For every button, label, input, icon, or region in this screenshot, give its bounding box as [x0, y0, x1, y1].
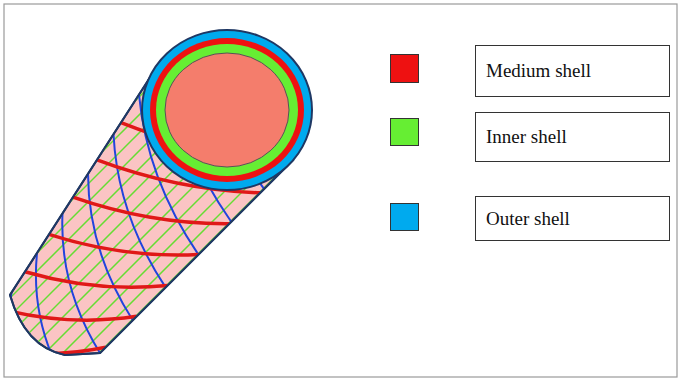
legend-text: Outer shell [476, 208, 580, 230]
green-winding [342, 0, 681, 380]
legend-swatch [390, 118, 419, 146]
green-winding [18, 0, 398, 380]
green-winding [0, 0, 128, 380]
green-winding [306, 0, 681, 380]
green-winding [0, 0, 38, 380]
legend-label-box: Medium shell [475, 45, 670, 97]
green-winding [90, 0, 470, 380]
legend-label-box: Inner shell [475, 112, 670, 162]
legend-swatch [390, 203, 419, 231]
green-winding [0, 0, 56, 380]
legend-text: Medium shell [476, 60, 601, 82]
red-winding [25, 272, 168, 288]
green-winding [126, 0, 506, 380]
legend-label-box: Outer shell [475, 196, 670, 241]
green-winding [468, 0, 681, 380]
medium-ring [150, 38, 304, 182]
outer-ring [142, 30, 312, 190]
legend-text: Inner shell [476, 126, 577, 148]
red-winding [1, 309, 137, 320]
inner-ring [156, 44, 298, 176]
green-winding [0, 0, 20, 380]
green-winding [450, 0, 681, 380]
green-winding [144, 0, 524, 380]
core [165, 53, 289, 167]
green-winding [0, 0, 362, 380]
red-winding [73, 197, 229, 224]
green-winding [0, 0, 326, 380]
green-winding [0, 0, 290, 380]
green-winding [108, 0, 488, 380]
green-winding [414, 0, 681, 380]
green-winding [0, 0, 380, 380]
red-winding [49, 234, 198, 255]
green-winding [0, 0, 74, 380]
green-winding [432, 0, 681, 380]
green-winding [360, 0, 681, 380]
green-winding [396, 0, 681, 380]
green-winding [324, 0, 681, 380]
green-winding [36, 0, 416, 380]
green-winding [54, 0, 434, 380]
green-winding [378, 0, 681, 380]
legend-swatch [390, 54, 419, 83]
